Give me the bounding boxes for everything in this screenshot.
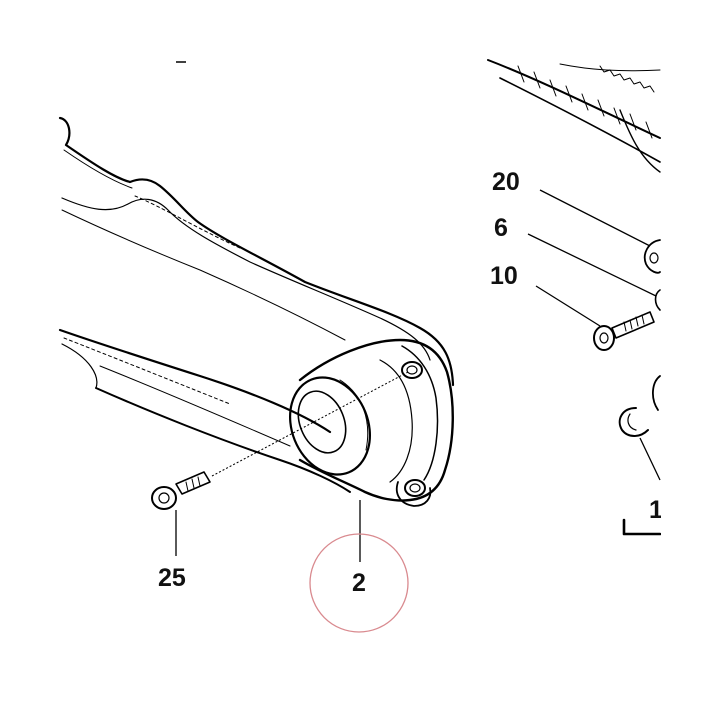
swing-arm-part: [58, 116, 455, 507]
callout-25[interactable]: 25: [158, 564, 186, 592]
assembly-line: [211, 371, 409, 477]
leader-lines: [175, 189, 661, 562]
toothed-belt-part: [487, 59, 661, 173]
bracket-corner: [622, 518, 662, 536]
bolt-10-icon: [593, 311, 655, 351]
part-6-icon: [654, 289, 661, 311]
callout-10[interactable]: 10: [490, 262, 518, 290]
highlight-circle: [309, 533, 409, 633]
washer-20-icon: [643, 239, 661, 274]
clip-part-icon: [618, 375, 661, 437]
callout-20[interactable]: 20: [492, 168, 520, 196]
right-crop-mask: [661, 0, 720, 720]
bolt-25-icon: [151, 471, 211, 510]
callout-2[interactable]: 2: [352, 569, 366, 597]
callout-1[interactable]: 1: [649, 496, 663, 524]
callout-6[interactable]: 6: [494, 214, 508, 242]
